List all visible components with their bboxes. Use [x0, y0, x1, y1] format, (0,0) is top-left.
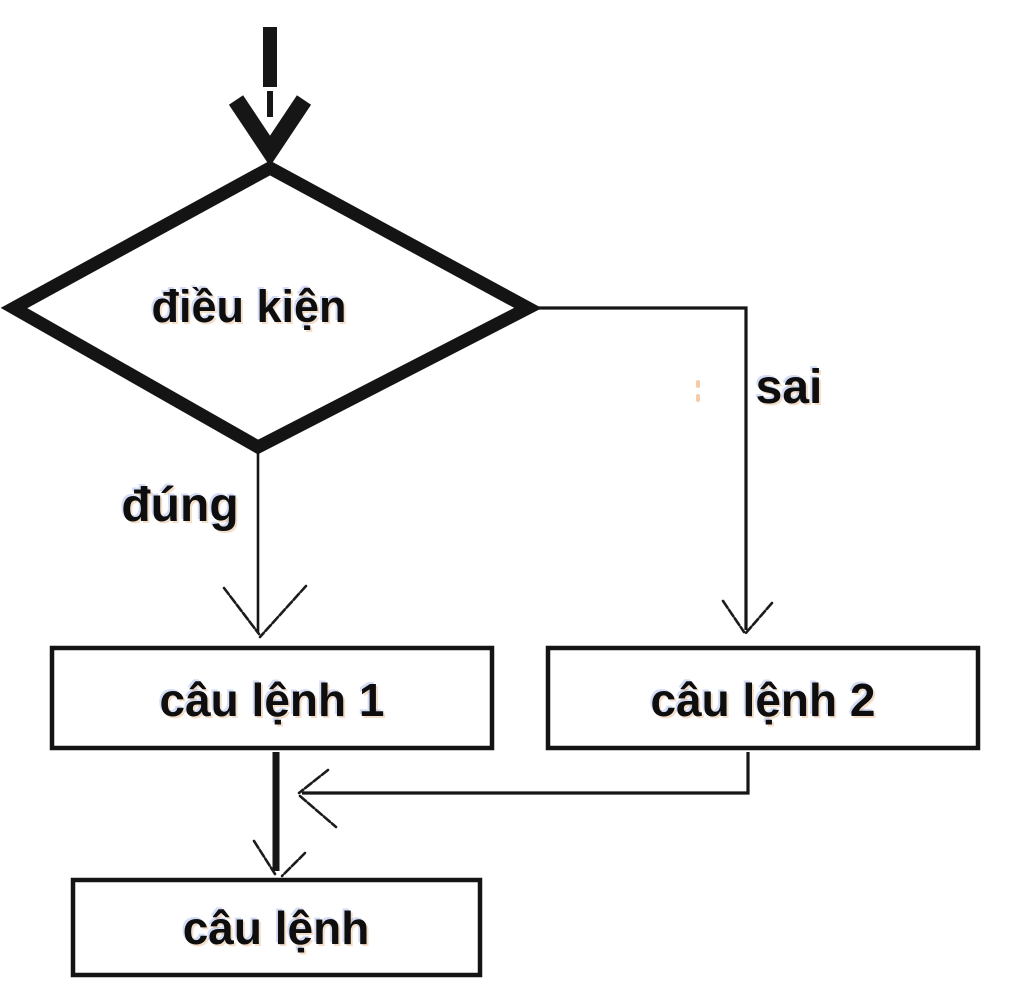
- false-arrowhead-left-stroke: [721, 599, 746, 634]
- entry-arrowhead-icon: [228, 95, 312, 167]
- next-statement-node: câu lệnh: [70, 877, 483, 978]
- statement2-label: câu lệnh 2: [651, 674, 876, 726]
- statement2-node: câu lệnh 2: [545, 645, 981, 751]
- next-statement-box: [70, 877, 483, 978]
- return-arrowhead-bottom-stroke: [298, 794, 338, 829]
- entry-arrow: [228, 27, 312, 167]
- return-arrowhead-top-stroke: [297, 768, 330, 795]
- decision-label: điều kiện: [151, 281, 346, 332]
- statement1-to-next-connector: [252, 752, 307, 878]
- decision-node: điều kiện: [0, 160, 542, 455]
- next-statement-label: câu lệnh: [183, 902, 370, 954]
- true-branch-label: đúng: [121, 479, 238, 532]
- statement1-label: câu lệnh 1: [160, 674, 385, 726]
- statement1-box: [49, 645, 495, 751]
- statement2-box: [545, 645, 981, 751]
- statement2-to-next-connector: [297, 752, 750, 829]
- merge-arrowhead-left-stroke: [252, 839, 277, 876]
- false-branch: sai: [528, 306, 823, 636]
- false-arrowhead-right-stroke: [743, 601, 774, 636]
- colon-artifact: [696, 380, 700, 402]
- true-arrowhead-left-stroke: [222, 586, 261, 636]
- true-arrowhead-right-stroke: [258, 584, 308, 639]
- statement2-return-line: [302, 752, 750, 795]
- true-branch: đúng: [121, 447, 308, 639]
- false-branch-label: sai: [756, 361, 823, 414]
- statement1-node: câu lệnh 1: [49, 645, 495, 751]
- false-branch-line: [528, 306, 748, 630]
- merge-arrowhead-right-stroke: [280, 851, 307, 878]
